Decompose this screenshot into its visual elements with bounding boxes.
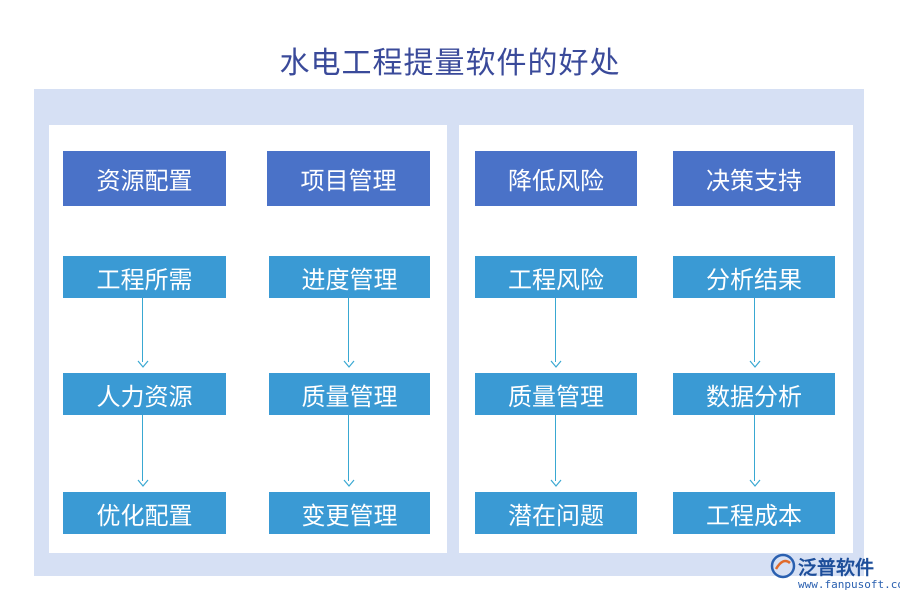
column-1-header: 资源配置 — [63, 151, 226, 206]
brand-logo: 泛普软件 www.fanpusoft.com — [770, 553, 900, 595]
logo-mark-icon — [770, 553, 796, 579]
column-4-item-1: 分析结果 — [673, 256, 835, 298]
column-2-arrow-1 — [343, 298, 355, 368]
column-4-header: 决策支持 — [673, 151, 835, 206]
column-3-item-3: 潜在问题 — [475, 492, 637, 534]
page-title: 水电工程提量软件的好处 — [279, 46, 621, 81]
column-1-item-2: 人力资源 — [63, 373, 226, 415]
column-2-arrow-2 — [343, 415, 355, 487]
column-4-arrow-2 — [749, 415, 761, 487]
column-3-header: 降低风险 — [475, 151, 637, 206]
column-3-item-1: 工程风险 — [475, 256, 637, 298]
column-1-arrow-1 — [137, 298, 149, 368]
column-2-header: 项目管理 — [267, 151, 430, 206]
column-2-item-1: 进度管理 — [269, 256, 430, 298]
column-4-item-2: 数据分析 — [673, 373, 835, 415]
column-2-item-3: 变更管理 — [269, 492, 430, 534]
column-4-arrow-1 — [749, 298, 761, 368]
logo-url-text: www.fanpusoft.com — [798, 578, 900, 591]
column-1-item-3: 优化配置 — [63, 492, 226, 534]
column-4-item-3: 工程成本 — [673, 492, 835, 534]
column-2-item-2: 质量管理 — [269, 373, 430, 415]
column-1-arrow-2 — [137, 415, 149, 487]
column-3-arrow-2 — [550, 415, 562, 487]
column-3-item-2: 质量管理 — [475, 373, 637, 415]
logo-brand-text: 泛普软件 — [798, 557, 875, 579]
column-1-item-1: 工程所需 — [63, 256, 226, 298]
column-3-arrow-1 — [550, 298, 562, 368]
